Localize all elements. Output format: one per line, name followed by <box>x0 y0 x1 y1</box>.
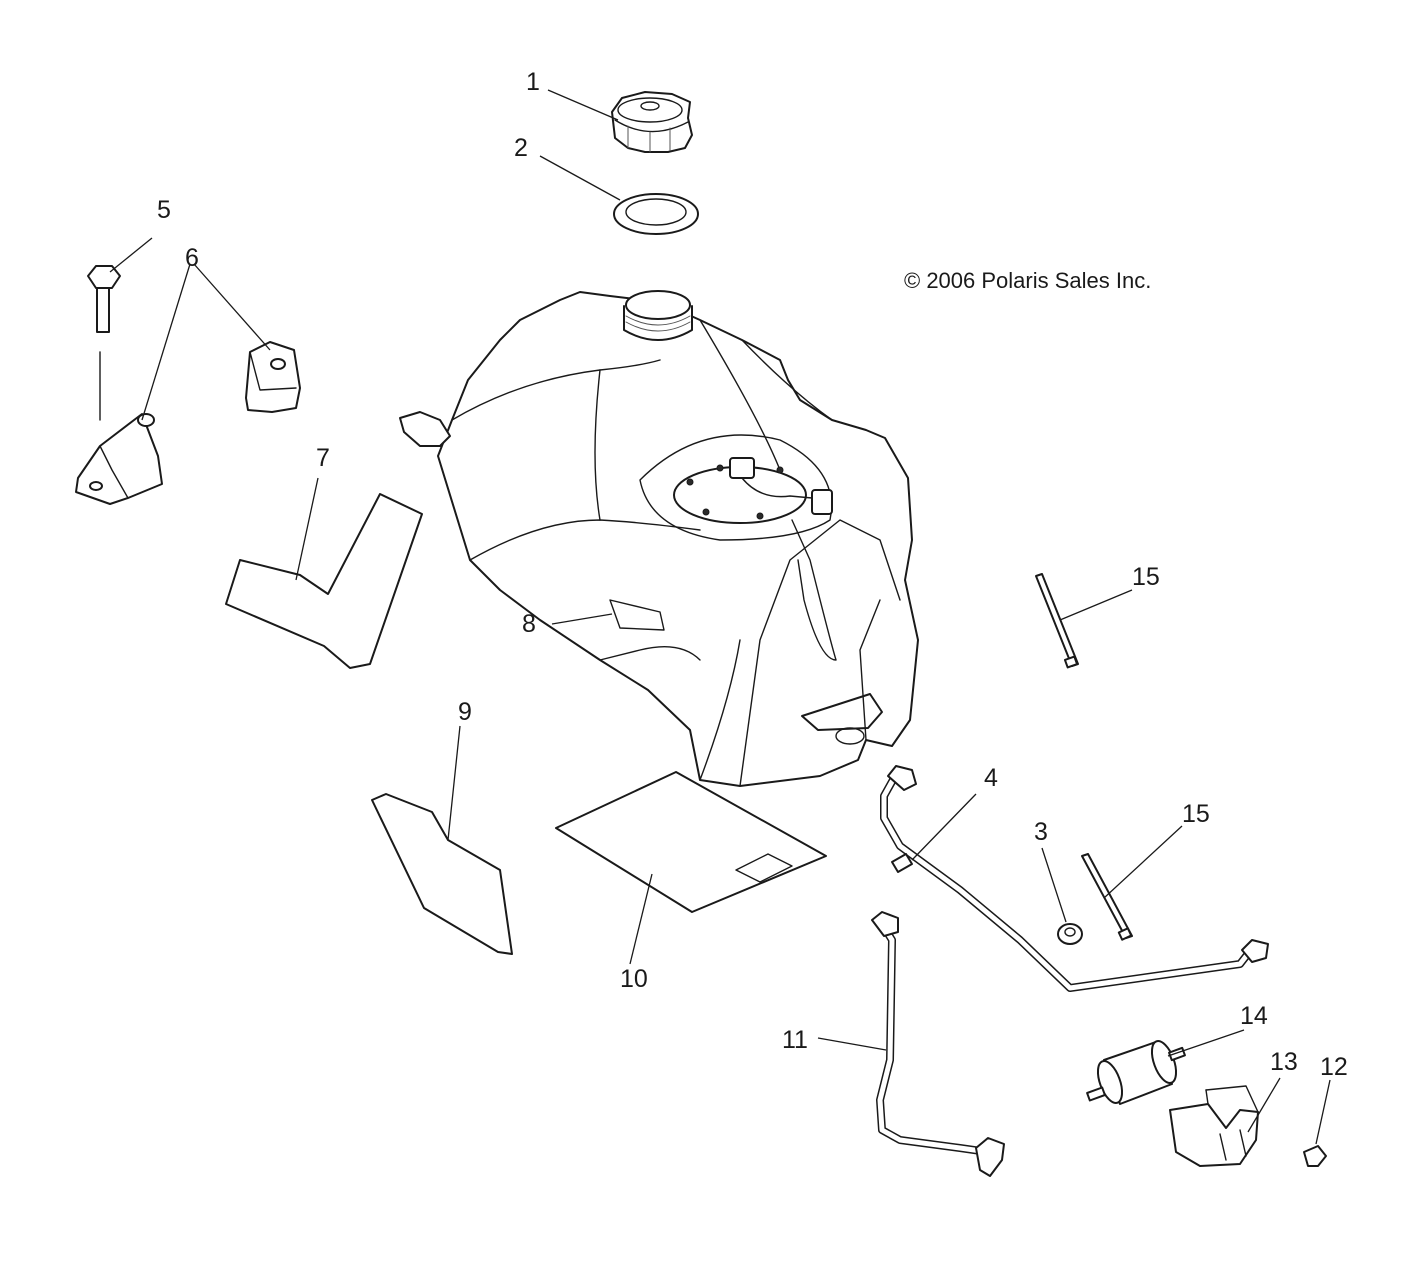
push-rivet <box>1303 1145 1327 1167</box>
callout-11: 11 <box>782 1026 808 1054</box>
callout-5: 5 <box>157 196 171 224</box>
callout-13: 13 <box>1270 1048 1298 1076</box>
filter-clamp <box>1169 1085 1259 1167</box>
bracket-left <box>75 413 163 505</box>
cable-tie-lower <box>1081 853 1133 941</box>
callout-4: 4 <box>984 764 998 792</box>
pad-large <box>555 771 827 913</box>
grommet <box>1057 923 1083 945</box>
fuel-tank <box>399 290 919 787</box>
callout-9: 9 <box>458 698 472 726</box>
pad-small <box>371 793 513 955</box>
callout-15-upper: 15 <box>1132 563 1160 591</box>
callout-6: 6 <box>185 244 199 272</box>
callout-12: 12 <box>1320 1053 1348 1081</box>
callout-8: 8 <box>522 610 536 638</box>
callout-2: 2 <box>514 134 528 162</box>
fuel-hose <box>871 911 1005 1177</box>
l-shaped-pad <box>225 493 423 669</box>
fuel-filter <box>1086 1040 1186 1105</box>
fuel-cap <box>611 91 693 153</box>
callout-15-lower: 15 <box>1182 800 1210 828</box>
callout-14: 14 <box>1240 1002 1268 1030</box>
callout-3: 3 <box>1034 818 1048 846</box>
gasket <box>613 193 699 235</box>
callout-10: 10 <box>620 965 648 993</box>
copyright-notice: © 2006 Polaris Sales Inc. <box>904 268 1152 293</box>
callout-7: 7 <box>316 444 330 472</box>
bracket-right <box>245 341 301 413</box>
leader-lines <box>109 89 1331 1145</box>
vent-hose <box>880 765 1269 992</box>
bolt <box>87 265 121 421</box>
callout-1: 1 <box>526 68 540 96</box>
cable-tie-upper <box>1035 573 1079 669</box>
